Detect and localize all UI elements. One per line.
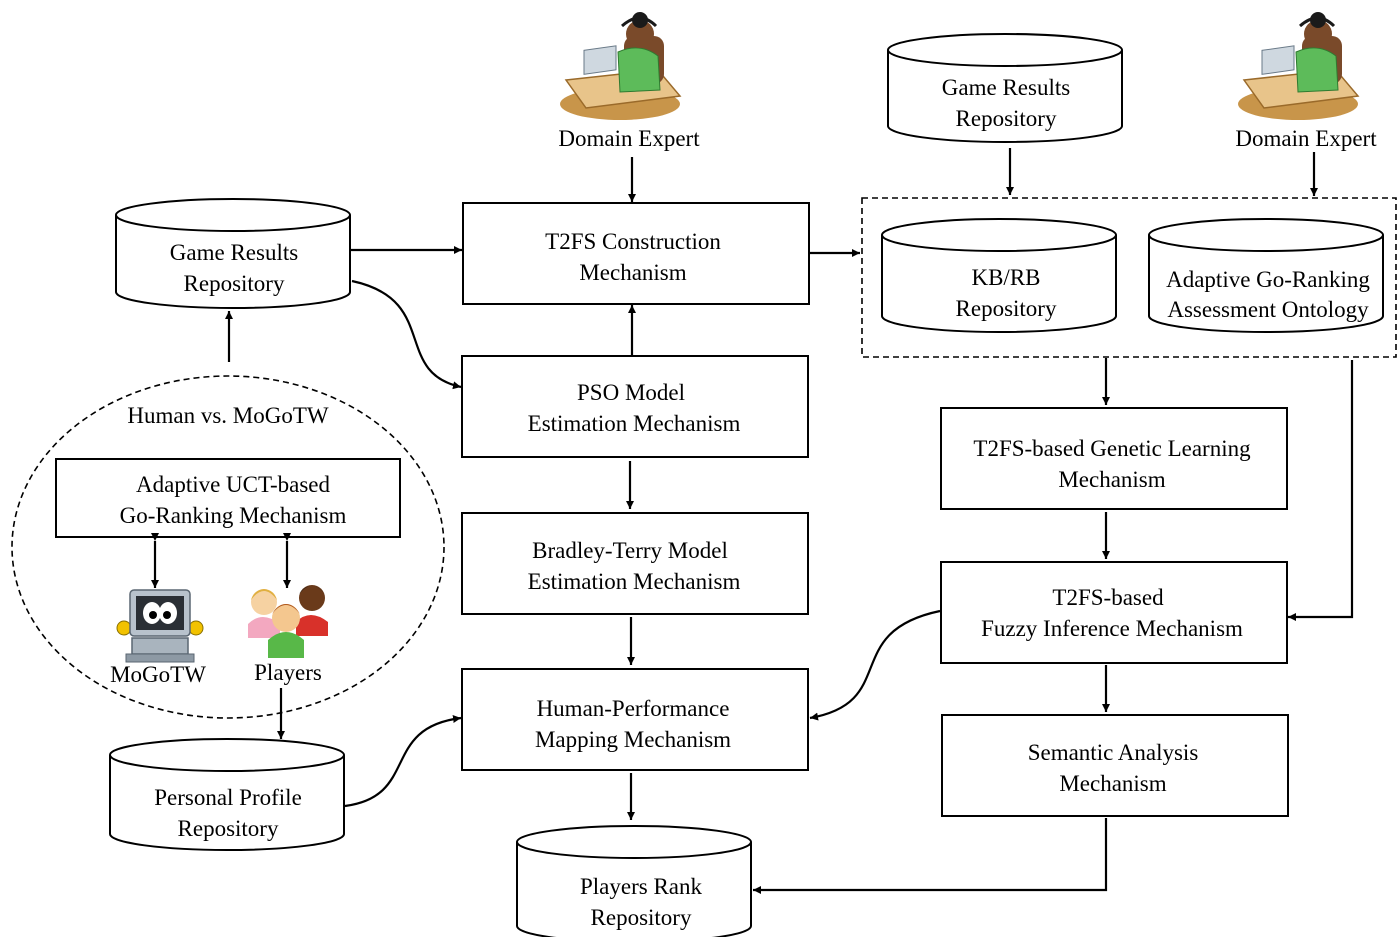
- node-line: Players Rank: [580, 874, 703, 899]
- node-line: PSO Model: [577, 380, 685, 405]
- node-line: T2FS Construction: [545, 229, 721, 254]
- node-line: Repository: [184, 271, 285, 296]
- semantic-analysis-mechanism: Semantic Analysis Mechanism: [941, 714, 1289, 817]
- domain-expert-icon: [560, 12, 682, 120]
- human-vs-mogotw-label: Human vs. MoGoTW: [127, 403, 329, 428]
- node-line: Mechanism: [1059, 771, 1166, 796]
- edge-fuzzy-inference-to-human-performance: [809, 609, 941, 721]
- node-line: Mechanism: [1058, 467, 1165, 492]
- t2fs-construction-mechanism: T2FS Construction Mechanism: [462, 202, 810, 305]
- edge-semantic-analysis-to-players-rank: [753, 818, 1108, 894]
- edge-game-results-to-pso: [351, 279, 462, 390]
- node-line: Fuzzy Inference Mechanism: [981, 616, 1243, 641]
- node-line: Go-Ranking Mechanism: [120, 503, 347, 528]
- game-results-repository-right: Game Results Repository: [887, 33, 1123, 143]
- kb-ontology-group: [861, 197, 1397, 358]
- node-line: Assessment Ontology: [1167, 297, 1369, 322]
- node-line: Semantic Analysis: [1028, 740, 1199, 765]
- node-line: Estimation Mechanism: [528, 411, 741, 436]
- node-line: Repository: [591, 905, 692, 930]
- edge-ontology-to-fuzzy-inference: [1288, 360, 1354, 621]
- game-results-repository-left: Game Results Repository: [115, 198, 351, 309]
- computer-robot-icon: [116, 589, 204, 663]
- node-line: Game Results: [170, 240, 298, 265]
- node-line: Game Results: [942, 75, 1070, 100]
- node-line: Adaptive UCT-based: [136, 472, 330, 497]
- node-line: T2FS-based: [1052, 585, 1164, 610]
- domain-expert-right-label: Domain Expert: [1235, 126, 1377, 151]
- adaptive-go-ranking-assessment-ontology: Adaptive Go-Ranking Assessment Ontology: [1148, 218, 1384, 333]
- node-line: T2FS-based Genetic Learning: [973, 436, 1251, 461]
- node-line: KB/RB: [971, 265, 1040, 290]
- domain-expert-center-label: Domain Expert: [558, 126, 700, 151]
- t2fs-genetic-learning-mechanism: T2FS-based Genetic Learning Mechanism: [940, 407, 1288, 510]
- node-line: Mapping Mechanism: [535, 727, 731, 752]
- mogotw-label: MoGoTW: [110, 662, 206, 687]
- domain-expert-icon: [1238, 12, 1360, 120]
- human-performance-mapping-mechanism: Human-Performance Mapping Mechanism: [461, 668, 809, 771]
- node-line: Human-Performance: [537, 696, 730, 721]
- node-line: Adaptive Go-Ranking: [1166, 267, 1370, 292]
- players-label: Players: [254, 660, 322, 685]
- node-line: Estimation Mechanism: [528, 569, 741, 594]
- node-line: Mechanism: [579, 260, 686, 285]
- players-rank-repository: Players Rank Repository: [516, 825, 752, 937]
- node-line: Repository: [178, 816, 279, 841]
- human-vs-mogotw-group: [11, 375, 445, 719]
- t2fs-fuzzy-inference-mechanism: T2FS-based Fuzzy Inference Mechanism: [940, 561, 1288, 664]
- node-line: Bradley-Terry Model: [532, 538, 728, 563]
- adaptive-uct-go-ranking-mechanism: Adaptive UCT-based Go-Ranking Mechanism: [55, 458, 401, 538]
- node-line: Repository: [956, 296, 1057, 321]
- personal-profile-repository: Personal Profile Repository: [109, 738, 345, 851]
- node-line: Repository: [956, 106, 1057, 131]
- edge-personal-profile-to-human-performance: [344, 715, 462, 808]
- pso-model-estimation-mechanism: PSO Model Estimation Mechanism: [461, 355, 809, 458]
- bradley-terry-model-estimation-mechanism: Bradley-Terry Model Estimation Mechanism: [461, 512, 809, 615]
- kb-rb-repository: KB/RB Repository: [881, 218, 1117, 333]
- players-group-icon: [248, 585, 328, 658]
- node-line: Personal Profile: [154, 785, 302, 810]
